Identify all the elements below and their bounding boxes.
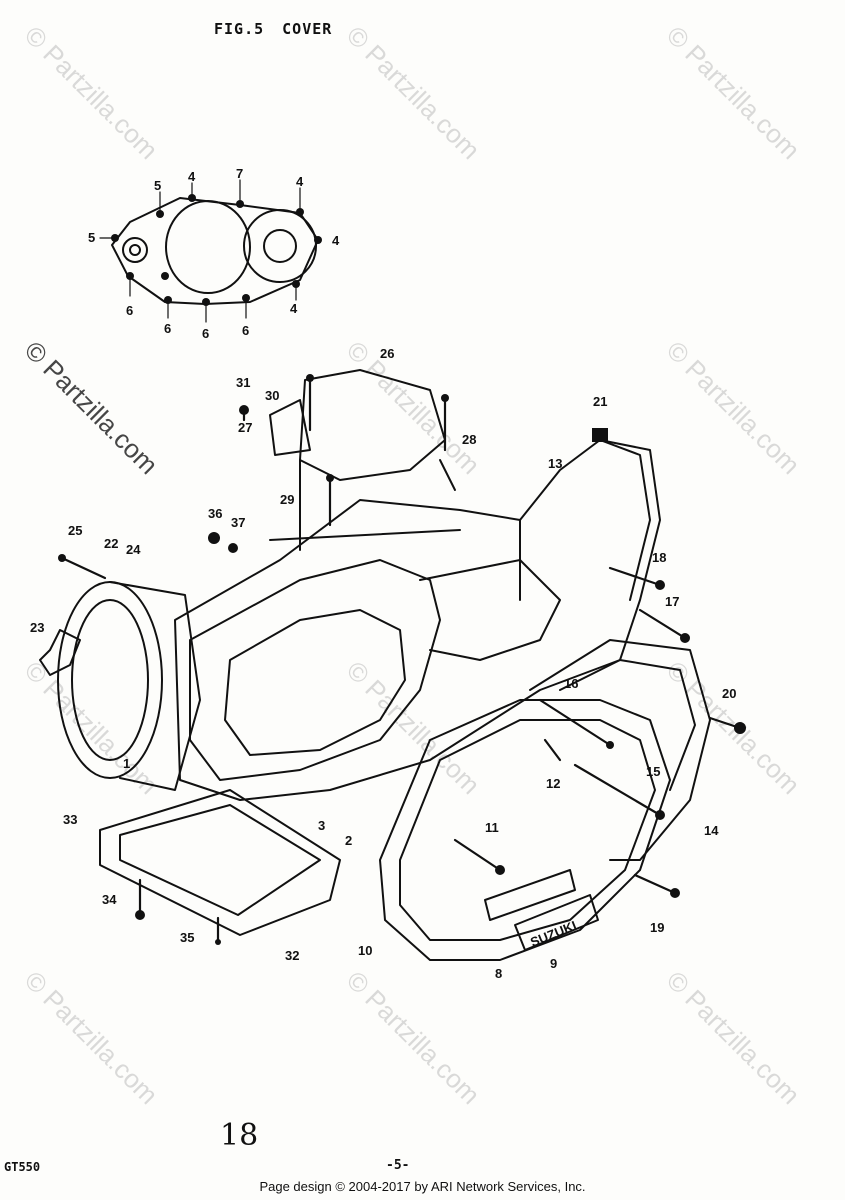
upper-cover	[269, 369, 456, 551]
callout-27: 27	[238, 420, 252, 435]
clutch-cover-gasket-detail	[111, 197, 319, 305]
callout-33: 33	[63, 812, 77, 827]
callout-34: 34	[102, 892, 117, 907]
callout-16: 16	[564, 676, 578, 691]
callout-24: 24	[126, 542, 141, 557]
callout-15: 15	[646, 764, 660, 779]
callout-3: 3	[318, 818, 325, 833]
callout-14: 14	[704, 823, 719, 838]
callout-32: 32	[285, 948, 299, 963]
callout-4: 4	[332, 233, 340, 248]
callout-6: 6	[242, 323, 249, 338]
handwritten-mark: 18	[220, 1118, 259, 1153]
callout-19: 19	[650, 920, 664, 935]
callout-30: 30	[265, 388, 279, 403]
callout-25: 25	[68, 523, 82, 538]
figure-title: FIG.5 COVER	[214, 20, 350, 38]
callout-6: 6	[202, 326, 209, 341]
points-cover-gasket	[39, 629, 81, 676]
callout-11: 11	[485, 820, 499, 835]
figure-name: COVER	[282, 20, 333, 38]
callout-6: 6	[126, 303, 133, 318]
callout-5: 5	[88, 230, 95, 245]
callout-4: 4	[290, 301, 298, 316]
callout-labels: 1 2 3 4 4 4 4 5 5 6 6 6 6 7 8 9 10 11 12…	[30, 166, 736, 981]
callout-28: 28	[462, 432, 476, 447]
callout-35: 35	[180, 930, 194, 945]
suzuki-logo-plate	[514, 894, 599, 951]
copyright-notice: Page design © 2004-2017 by ARI Network S…	[259, 1179, 586, 1194]
callout-18: 18	[652, 550, 666, 565]
callout-23: 23	[30, 620, 44, 635]
callout-7: 7	[236, 166, 243, 181]
kick-cover	[529, 639, 711, 861]
callout-9: 9	[550, 956, 557, 971]
callout-13: 13	[548, 456, 562, 471]
callout-36: 36	[208, 506, 222, 521]
callout-10: 10	[358, 943, 372, 958]
callout-6: 6	[164, 321, 171, 336]
callout-29: 29	[280, 492, 294, 507]
callout-17: 17	[665, 594, 679, 609]
callout-2: 2	[345, 833, 352, 848]
callout-5: 5	[154, 178, 161, 193]
callout-20: 20	[722, 686, 736, 701]
callout-1: 1	[123, 756, 130, 771]
bolts	[60, 378, 742, 944]
suzuki-logo-text: SUZUKI	[528, 918, 578, 950]
leader-lines-detail	[99, 179, 301, 323]
clutch-cover	[379, 699, 671, 961]
callout-37: 37	[231, 515, 245, 530]
callout-4: 4	[296, 174, 304, 189]
callout-8: 8	[495, 966, 502, 981]
callout-31: 31	[236, 375, 250, 390]
page-number: -5-	[386, 1158, 410, 1173]
bolt-heads	[58, 374, 746, 945]
model-code: GT550	[4, 1160, 41, 1174]
figure-number: FIG.5	[214, 20, 265, 38]
oil-pan	[99, 789, 341, 936]
gasket-bolt-holes	[111, 194, 322, 306]
callout-21: 21	[593, 394, 607, 409]
callout-22: 22	[104, 536, 118, 551]
magneto-cover	[57, 581, 201, 791]
callout-26: 26	[380, 346, 394, 361]
callout-12: 12	[546, 776, 560, 791]
crankcase-housing	[174, 439, 661, 801]
callout-4: 4	[188, 169, 196, 184]
